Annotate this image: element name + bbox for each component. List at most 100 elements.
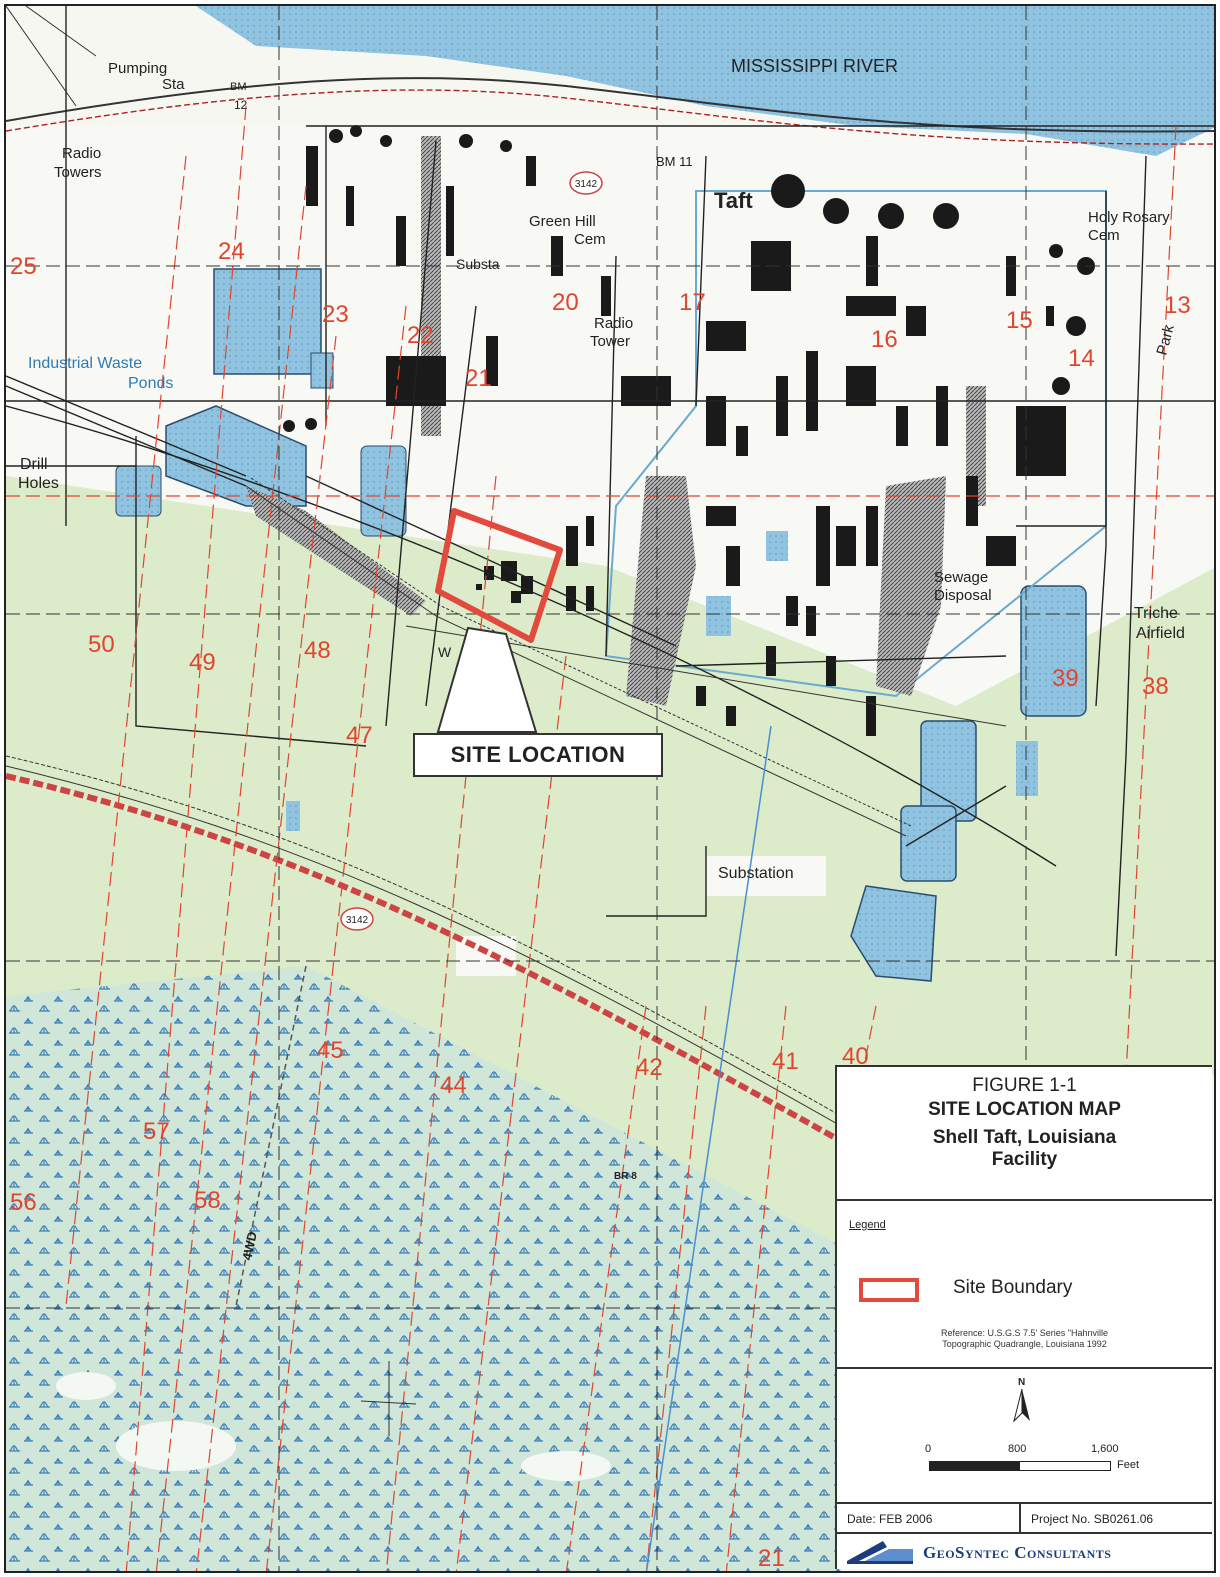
pond bbox=[706, 596, 731, 636]
scale-bar-segment bbox=[1020, 1462, 1110, 1470]
section-number: 48 bbox=[304, 637, 331, 664]
scale-bar bbox=[929, 1461, 1111, 1471]
site-boundary-swatch bbox=[859, 1278, 919, 1302]
levee-line bbox=[6, 77, 1214, 133]
section-number: 15 bbox=[1006, 307, 1033, 334]
benchmark-label: BM 11 bbox=[656, 154, 693, 169]
north-arrow-icon bbox=[1013, 1389, 1030, 1423]
date-label: Date: FEB 2006 bbox=[847, 1512, 933, 1526]
map-reference: Reference: U.S.G.S 7.5' Series "Hahnvill… bbox=[837, 1328, 1212, 1350]
section-number: 21 bbox=[758, 1545, 785, 1572]
section-number: 41 bbox=[772, 1048, 799, 1075]
section-number: 56 bbox=[10, 1189, 37, 1216]
section-number: 24 bbox=[218, 238, 245, 265]
ponds-label: Ponds bbox=[128, 375, 173, 392]
section-number: 58 bbox=[194, 1187, 221, 1214]
geosyntec-logo-icon bbox=[847, 1541, 913, 1564]
tank-farm-hatch bbox=[876, 476, 946, 696]
pond bbox=[286, 801, 300, 831]
airfield-label: Airfield bbox=[1136, 625, 1185, 642]
scale-bar-segment bbox=[930, 1462, 1020, 1470]
site-boundary-label: Site Boundary bbox=[953, 1277, 1073, 1298]
benchmark-label: 12 bbox=[234, 98, 248, 112]
marsh-clearing bbox=[56, 1372, 116, 1400]
route-label-south: 3142 bbox=[346, 915, 369, 926]
marsh-clearing bbox=[521, 1451, 611, 1481]
scale-block: N 0 800 1,600 Feet bbox=[837, 1369, 1212, 1504]
section-number: 47 bbox=[346, 722, 373, 749]
section-number: 23 bbox=[322, 301, 349, 328]
section-number: 14 bbox=[1068, 345, 1095, 372]
section-number: 13 bbox=[1164, 292, 1191, 319]
radio-tower-label: Radio bbox=[594, 315, 633, 332]
sewage-label: Disposal bbox=[934, 587, 992, 604]
pond bbox=[115, 465, 162, 517]
taft-label: Taft bbox=[714, 188, 753, 213]
cemetery-label: Green Hill bbox=[529, 213, 596, 230]
ponds-label: Industrial Waste bbox=[28, 355, 142, 372]
marsh-clearing bbox=[116, 1421, 236, 1471]
scale-label: 0 bbox=[925, 1443, 932, 1455]
clearing bbox=[456, 936, 516, 976]
pond bbox=[766, 531, 788, 561]
legend-items: Legend Site Boundary Reference: U.S.G.S … bbox=[837, 1201, 1212, 1369]
section-number: 17 bbox=[679, 289, 706, 316]
rail-yard bbox=[246, 486, 426, 616]
section-number: 44 bbox=[440, 1072, 467, 1099]
pond bbox=[1020, 585, 1087, 717]
figure-title: SITE LOCATION MAP bbox=[928, 1099, 1121, 1120]
radio-towers-label: Radio bbox=[62, 145, 101, 162]
clearing bbox=[706, 856, 826, 896]
pond bbox=[165, 405, 307, 507]
callout-pointer bbox=[436, 626, 538, 733]
cemetery-label: Holy Rosary bbox=[1088, 209, 1170, 226]
section-number: 22 bbox=[407, 322, 434, 349]
levee-line bbox=[6, 89, 1214, 145]
marsh-area bbox=[6, 966, 841, 1571]
legend-title-block: FIGURE 1-1 SITE LOCATION MAP Shell Taft,… bbox=[837, 1067, 1212, 1201]
section-number: 25 bbox=[10, 253, 37, 280]
map-frame: 3142 3142 MISSISSIPPI RIVER Pumping Sta … bbox=[4, 4, 1216, 1573]
roads bbox=[6, 6, 1214, 957]
shore-line bbox=[6, 6, 97, 107]
reference-line: Reference: U.S.G.S 7.5' Series "Hahnvill… bbox=[941, 1328, 1108, 1338]
river-label: MISSISSIPPI RIVER bbox=[731, 56, 898, 76]
mississippi-river bbox=[196, 6, 1214, 156]
metadata-row: Date: FEB 2006 Project No. SB0261.06 bbox=[837, 1504, 1212, 1534]
reference-line: Topographic Quadrangle, Louisiana 1992 bbox=[942, 1339, 1107, 1349]
airfield-label: Triche bbox=[1134, 605, 1178, 622]
section-number: 38 bbox=[1142, 673, 1169, 700]
topographic-map: 3142 3142 MISSISSIPPI RIVER Pumping Sta … bbox=[6, 6, 1214, 1572]
pond bbox=[1016, 741, 1038, 796]
section-number: 50 bbox=[88, 631, 115, 658]
sewage-label: Sewage bbox=[934, 569, 988, 586]
section-number: 42 bbox=[636, 1054, 663, 1081]
4wd-label: 4WD bbox=[239, 1230, 260, 1261]
4wd-road bbox=[235, 965, 307, 1307]
site-boundary bbox=[435, 508, 563, 643]
figure-subtitle: Shell Taft, Louisiana bbox=[932, 1127, 1117, 1148]
pumping-station-label: Sta bbox=[162, 76, 185, 93]
benchmark-label: BM bbox=[230, 81, 247, 93]
route-shield bbox=[569, 171, 603, 195]
drill-holes-label: Holes bbox=[18, 475, 59, 492]
cemetery-label: Cem bbox=[1088, 227, 1120, 244]
pond bbox=[310, 352, 334, 389]
route-shield bbox=[340, 907, 374, 931]
highway bbox=[6, 773, 843, 1144]
section-number: 45 bbox=[317, 1037, 344, 1064]
section-number: 16 bbox=[871, 326, 898, 353]
scale-label: 1,600 bbox=[1091, 1443, 1119, 1455]
pond bbox=[850, 885, 937, 982]
legend-heading: Legend bbox=[849, 1219, 886, 1231]
company-name: GeoSyntec Consultants bbox=[923, 1543, 1112, 1562]
survey-line bbox=[645, 725, 772, 1571]
figure-number: FIGURE 1-1 bbox=[972, 1075, 1077, 1096]
substation-south-label: Substation bbox=[718, 865, 794, 882]
section-number: 20 bbox=[552, 289, 579, 316]
tank-farm-hatch bbox=[626, 476, 696, 706]
radio-tower-label: Tower bbox=[590, 333, 630, 350]
br-label: BR 8 bbox=[614, 1171, 637, 1182]
section-number: 49 bbox=[189, 649, 216, 676]
pond bbox=[360, 445, 407, 537]
